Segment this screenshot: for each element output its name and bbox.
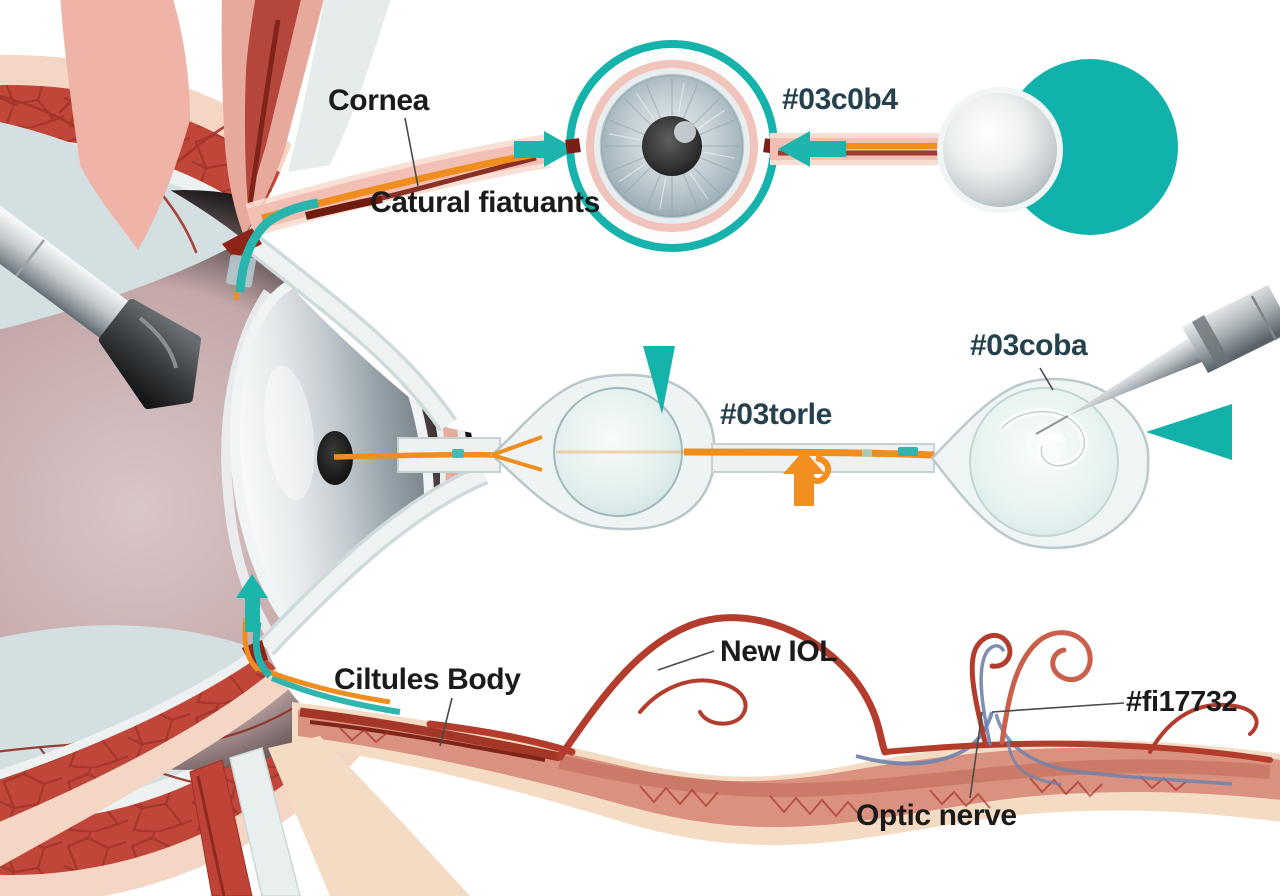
lens-capsule-1 bbox=[490, 373, 716, 531]
optic-nerve-label: Optic nerve bbox=[856, 799, 1017, 832]
code-bottom-label: #fi17732 bbox=[1126, 686, 1238, 718]
teal-marker-1 bbox=[452, 449, 464, 458]
descending-red-core bbox=[196, 775, 226, 896]
teal-marker-3 bbox=[862, 449, 872, 457]
leader-coba bbox=[1039, 367, 1054, 391]
tube-dark-red-thick bbox=[305, 195, 383, 220]
orange-strands-1 bbox=[491, 435, 543, 472]
color-code-top-label: #03c0b4 bbox=[782, 83, 898, 116]
injector-needle bbox=[1035, 285, 1280, 435]
band-braid-texture bbox=[339, 727, 1189, 819]
incision-teal-tube bbox=[235, 198, 319, 293]
code-capsule-label: #03coba bbox=[970, 329, 1088, 362]
funnel-bottom bbox=[260, 467, 487, 654]
teal-arrow-down bbox=[643, 346, 675, 414]
orange-arrow-shaft bbox=[794, 474, 814, 506]
funnel-top bbox=[241, 232, 455, 430]
needle-ring bbox=[1192, 315, 1230, 368]
leader-cornea bbox=[404, 117, 419, 187]
vessel-loop bbox=[426, 614, 1273, 763]
cornea-label: Cornea bbox=[328, 84, 429, 117]
band-top-dark bbox=[309, 720, 546, 762]
teal-arrow-left bbox=[778, 131, 846, 167]
code-middle-label: #03torle bbox=[720, 398, 832, 431]
descending-tubes bbox=[189, 736, 470, 896]
leader-new-iol bbox=[657, 650, 715, 671]
eye-cross-section bbox=[0, 55, 475, 896]
iol-implant-edge bbox=[1001, 411, 1086, 467]
band-core bbox=[558, 755, 1271, 798]
descending-sclera-band bbox=[268, 736, 470, 896]
arrow-left-shaft bbox=[810, 141, 846, 157]
teal-arrow-up-shaft bbox=[245, 598, 260, 632]
iris-notch-left bbox=[565, 138, 581, 154]
orange-thread-middle bbox=[683, 448, 935, 459]
muscle-band-line bbox=[247, 19, 281, 206]
teal-marker-2 bbox=[898, 447, 918, 456]
optic-nerve-band bbox=[257, 614, 1280, 846]
ciliary-body-label: Ciltules Body bbox=[334, 663, 521, 696]
lower-retina-line bbox=[0, 648, 261, 783]
needle-barrel bbox=[1182, 285, 1280, 373]
instrument-tip-highlight bbox=[138, 316, 178, 369]
leader-lines bbox=[404, 117, 1125, 799]
surgical-instrument bbox=[0, 186, 201, 409]
disc-vessel-hooks bbox=[969, 630, 1093, 786]
needle-cone bbox=[1068, 338, 1202, 416]
new-iol-label: New IOL bbox=[720, 635, 838, 668]
instrument-shaft bbox=[0, 186, 132, 341]
orange-arrow-curl bbox=[809, 455, 832, 484]
orange-arrow-up bbox=[783, 450, 832, 506]
capsule-1-lens bbox=[553, 387, 683, 517]
iris-front-view bbox=[565, 40, 778, 252]
teal-tube-band bbox=[270, 675, 401, 715]
needle-tip-line bbox=[1035, 415, 1069, 435]
orange-thread-left bbox=[333, 451, 495, 460]
orange-arrow-head bbox=[783, 450, 825, 474]
lower-bluegray-wedge bbox=[0, 625, 258, 762]
arrow-left-head bbox=[778, 131, 810, 167]
lower-incision bbox=[236, 574, 273, 679]
teal-triangle-left bbox=[1146, 404, 1232, 460]
lower-sclera-band bbox=[0, 668, 290, 872]
iris-limbal-ring bbox=[599, 73, 745, 219]
leader-optic bbox=[969, 711, 983, 799]
leader-fi bbox=[991, 702, 1125, 713]
arrow-right-head bbox=[544, 131, 576, 167]
pupil-highlight bbox=[674, 121, 696, 143]
iris-striations-light bbox=[609, 83, 735, 209]
needle-joint-line bbox=[1250, 295, 1278, 341]
descending-white-tube bbox=[229, 747, 301, 896]
lens-highlight bbox=[263, 365, 315, 501]
arrow-right-shaft bbox=[514, 141, 544, 158]
lens-fragments-label: Catural fiatuants bbox=[370, 186, 600, 219]
instrument-tip bbox=[99, 299, 201, 409]
teal-arrow-up-head bbox=[236, 574, 268, 598]
conjunctiva-band bbox=[288, 0, 391, 172]
lens-sphere bbox=[943, 93, 1057, 207]
leader-ciliary bbox=[439, 697, 453, 747]
descending-red-tube bbox=[189, 759, 253, 896]
cornea-funnels bbox=[239, 229, 489, 656]
band-top-red bbox=[299, 707, 561, 762]
lower-choroid-texture bbox=[0, 652, 276, 826]
eyelid-band-left bbox=[60, 0, 190, 250]
teal-arrow-right bbox=[514, 131, 576, 167]
teal-disc-group bbox=[937, 59, 1178, 235]
blue-vein-tail bbox=[994, 713, 1233, 786]
lens-capsule-2 bbox=[930, 377, 1150, 550]
band-sclera bbox=[292, 702, 1280, 846]
instrument-joint bbox=[15, 239, 45, 277]
upper-tissue-bands bbox=[60, 0, 391, 250]
iris-striations bbox=[604, 78, 740, 214]
